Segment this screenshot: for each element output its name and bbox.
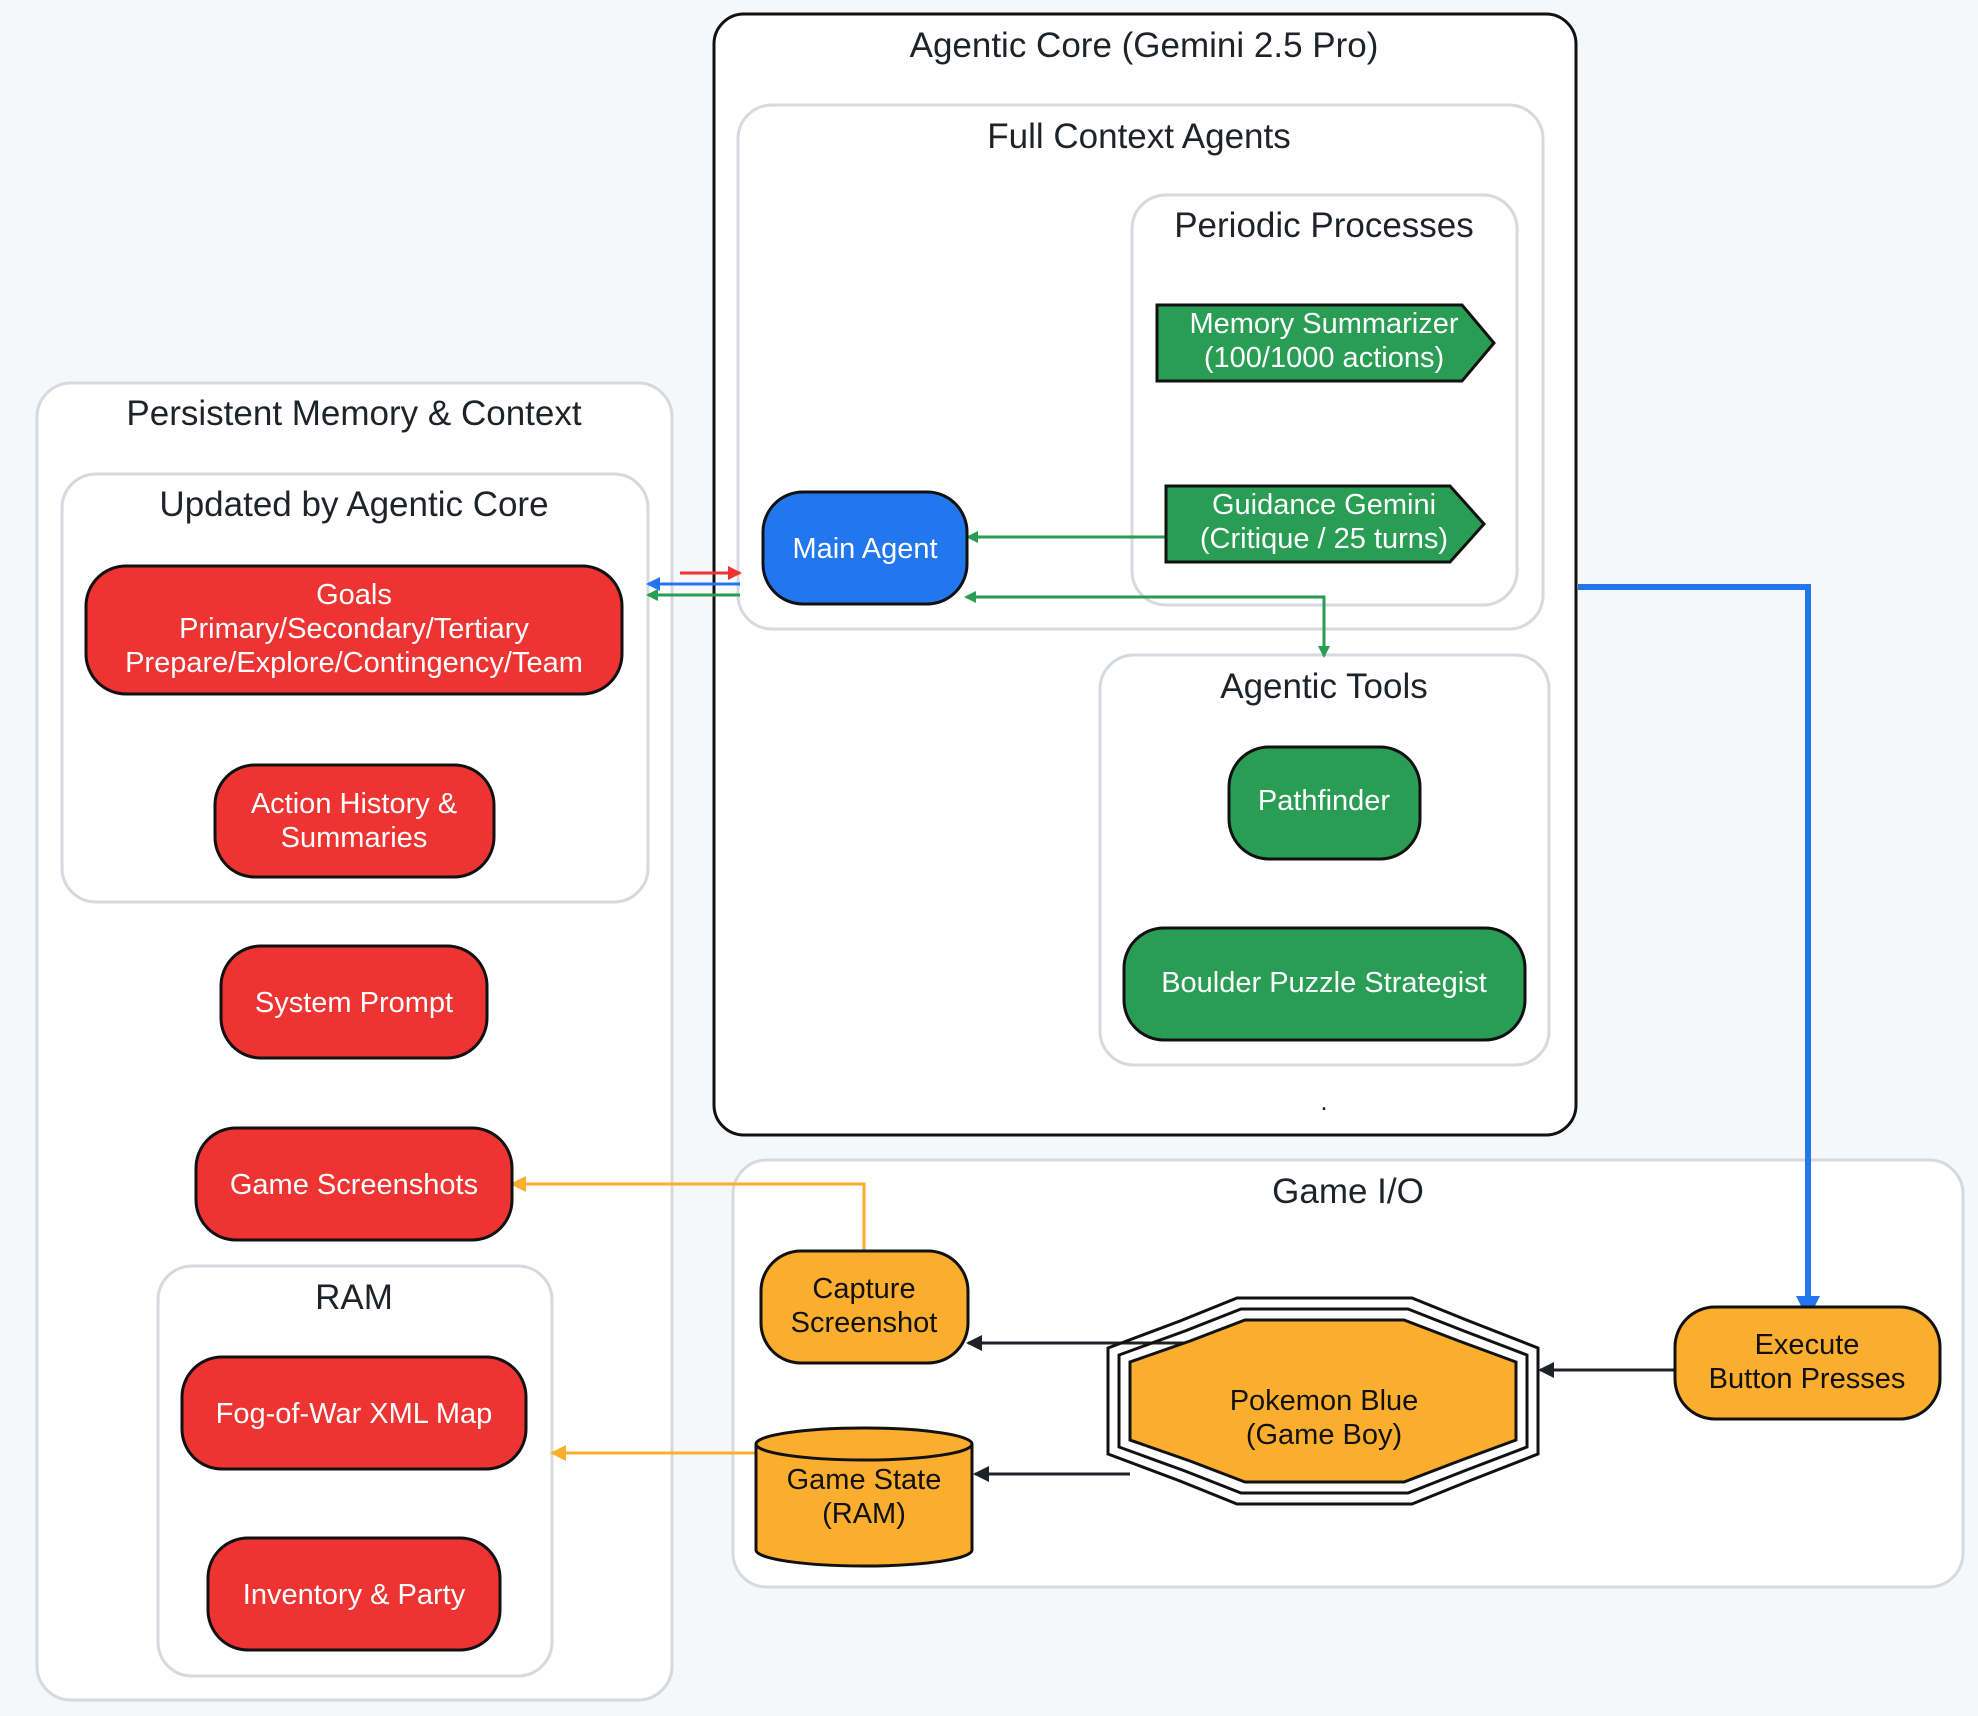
edge-capture-to-screenshots (510, 1176, 866, 1250)
svg-text:Pokemon Blue(Game Boy): Pokemon Blue(Game Boy) (1230, 1385, 1419, 1451)
cluster-label-updated-by-core: Updated by Agentic Core (159, 485, 548, 524)
node-game-state: Game State(RAM) (754, 1426, 974, 1568)
cluster-label-full-context: Full Context Agents (987, 117, 1291, 156)
svg-text:Action History &Summaries: Action History &Summaries (251, 788, 457, 854)
node-pokemon-blue: Pokemon Blue(Game Boy) (1106, 1296, 1540, 1506)
cluster-label-persistent-memory: Persistent Memory & Context (126, 394, 581, 433)
node-guidance-gemini: Guidance Gemini(Critique / 25 turns) (1164, 484, 1487, 564)
edge-core-to-execute (1578, 584, 1820, 1320)
svg-text:Guidance Gemini(Critique / 25: Guidance Gemini(Critique / 25 turns) (1200, 489, 1448, 555)
svg-text:Pathfinder: Pathfinder (1258, 785, 1391, 817)
cluster-footer-dot: . (1320, 1086, 1327, 1116)
cluster-label-periodic: Periodic Processes (1174, 206, 1474, 245)
node-pathfinder: Pathfinder (1227, 745, 1422, 861)
svg-text:System Prompt: System Prompt (255, 987, 453, 1019)
cluster-label-ram: RAM (315, 1278, 393, 1317)
node-action-history: Action History &Summaries (213, 763, 496, 879)
node-inventory-party: Inventory & Party (206, 1536, 502, 1652)
svg-text:Inventory & Party: Inventory & Party (243, 1579, 466, 1611)
svg-text:Fog-of-War XML Map: Fog-of-War XML Map (216, 1398, 493, 1430)
node-main-agent: Main Agent (761, 490, 969, 606)
svg-text:Memory Summarizer(100/1000 act: Memory Summarizer(100/1000 actions) (1189, 308, 1458, 374)
node-fog-of-war-map: Fog-of-War XML Map (180, 1355, 528, 1471)
svg-text:Boulder Puzzle Strategist: Boulder Puzzle Strategist (1161, 967, 1487, 999)
node-system-prompt: System Prompt (219, 944, 489, 1060)
node-boulder-strategist: Boulder Puzzle Strategist (1122, 926, 1527, 1042)
cluster-label-tools: Agentic Tools (1220, 667, 1428, 706)
cluster-label-agentic-core: Agentic Core (Gemini 2.5 Pro) (910, 26, 1379, 65)
svg-text:Game Screenshots: Game Screenshots (230, 1169, 478, 1201)
cluster-label-game-io: Game I/O (1272, 1172, 1424, 1211)
node-game-screenshots: Game Screenshots (194, 1126, 514, 1242)
svg-text:Game State(RAM): Game State(RAM) (787, 1464, 942, 1530)
svg-text:Main Agent: Main Agent (792, 533, 937, 565)
node-memory-summarizer: Memory Summarizer(100/1000 actions) (1155, 303, 1496, 383)
